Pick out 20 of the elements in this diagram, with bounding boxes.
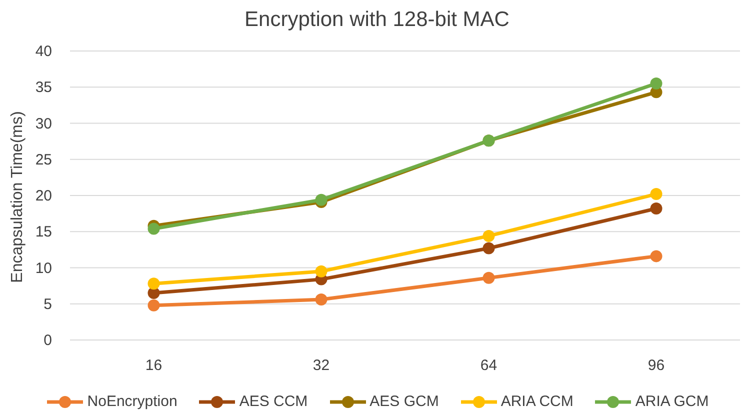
y-tick-label: 0 bbox=[44, 332, 52, 349]
y-tick-label: 30 bbox=[35, 115, 52, 132]
legend-label: AES CCM bbox=[239, 392, 308, 412]
y-tick-label: 15 bbox=[35, 224, 52, 241]
x-tick-label: 16 bbox=[145, 357, 162, 374]
legend-label: ARIA CCM bbox=[500, 392, 574, 412]
y-tick-label: 25 bbox=[35, 151, 52, 168]
chart-title: Encryption with 128-bit MAC bbox=[244, 7, 510, 33]
legend-label: NoEncryption bbox=[87, 392, 178, 412]
legend-label: ARIA GCM bbox=[635, 392, 709, 412]
y-tick-label: 40 bbox=[35, 43, 52, 60]
y-tick-label: 35 bbox=[35, 79, 52, 96]
x-tick-label: 32 bbox=[312, 357, 330, 374]
y-axis-title: Encapsulation Time(ms) bbox=[8, 111, 27, 283]
legend-label: AES GCM bbox=[370, 392, 439, 412]
y-tick-label: 5 bbox=[44, 296, 52, 313]
y-tick-label: 10 bbox=[35, 260, 52, 277]
y-tick-label: 20 bbox=[35, 188, 52, 204]
x-tick-label: 64 bbox=[480, 357, 498, 374]
x-tick-label: 96 bbox=[648, 357, 665, 374]
